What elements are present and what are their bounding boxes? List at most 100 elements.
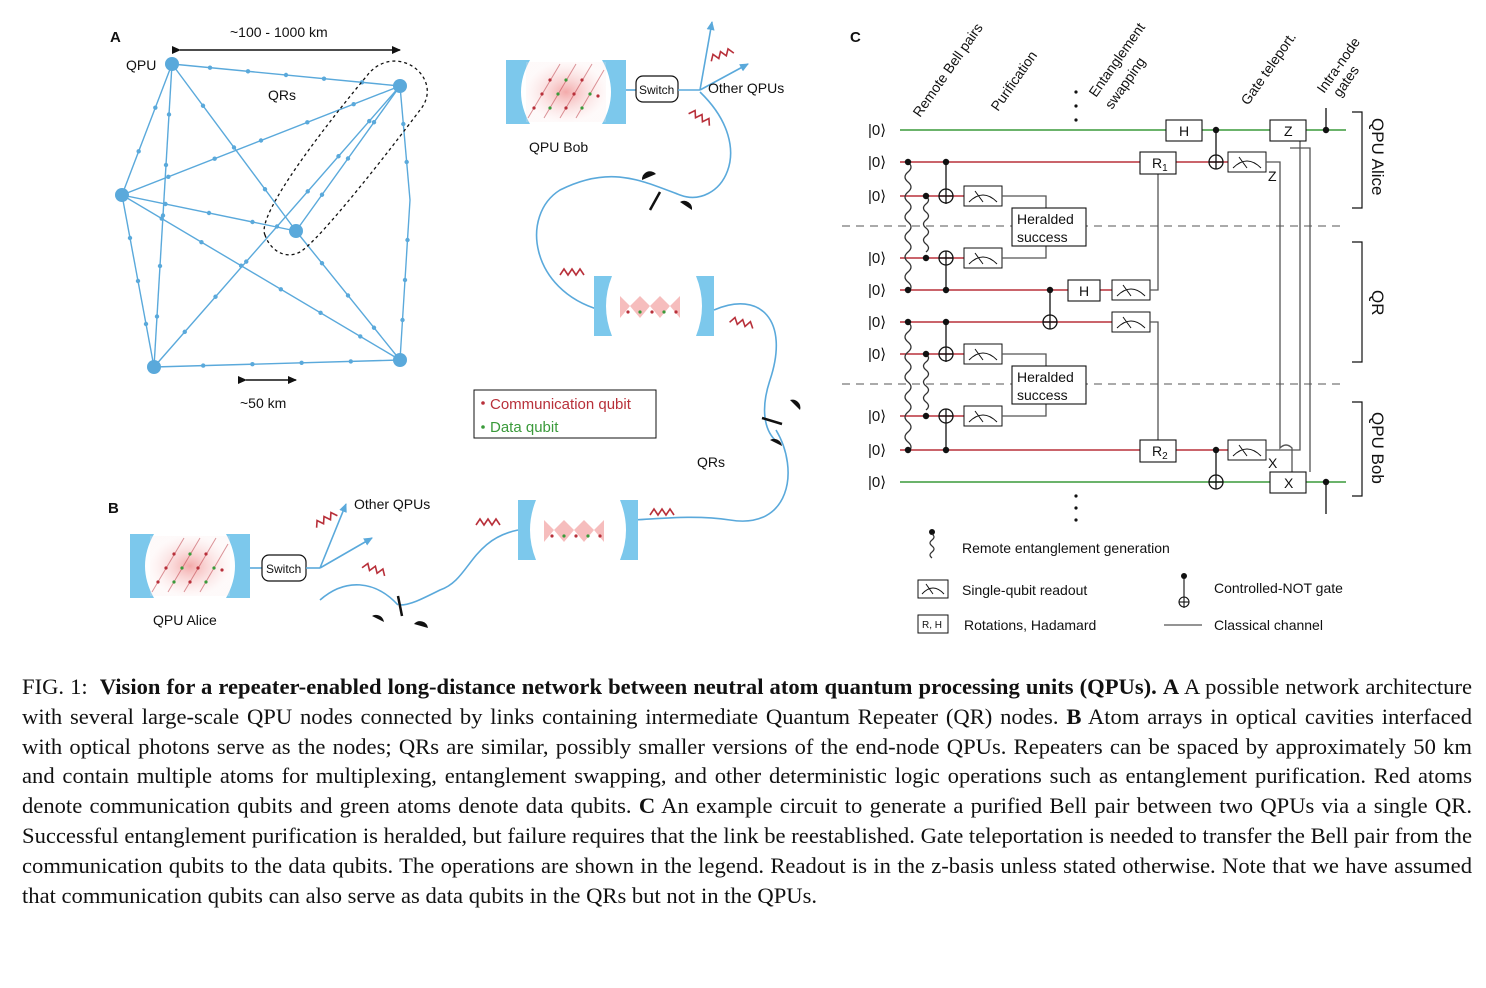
qpu-alice-label: QPU Alice xyxy=(153,612,217,628)
repeater-dot xyxy=(136,149,141,154)
legend-readout: Single-qubit readout xyxy=(962,582,1087,598)
repeater-dot xyxy=(404,159,409,165)
beam-splitter-1 xyxy=(641,171,693,211)
caption-title: Vision for a repeater-enabled long-dista… xyxy=(99,674,1157,699)
caption-b-letter: B xyxy=(1066,703,1082,729)
x-correction-label: X xyxy=(1284,475,1294,491)
repeater-dot xyxy=(318,310,323,316)
heralded-2-line1: Heralded xyxy=(1017,369,1074,385)
repeater-dot xyxy=(258,138,264,143)
repeater-dot xyxy=(321,76,327,81)
x-basis-label: X xyxy=(1268,455,1278,471)
repeater-dot xyxy=(238,263,244,268)
panel-b: B Switch Other QPUs xyxy=(108,21,801,628)
qr-cavity-1 xyxy=(594,276,714,336)
qpu-bob-cavity xyxy=(506,60,626,124)
legend-rotation: Rotations, Hadamard xyxy=(964,617,1096,633)
panel-b-letter: B xyxy=(108,500,119,517)
qpu-node xyxy=(289,224,303,238)
ket-zero: |0⟩ xyxy=(868,474,886,491)
repeater-dot xyxy=(154,314,160,319)
heralded-1-line1: Heralded xyxy=(1017,211,1074,227)
r2-label: R2 xyxy=(1152,443,1168,462)
ket-zero: |0⟩ xyxy=(868,442,886,459)
qrs-label-b: QRs xyxy=(697,454,725,470)
ket-zero: |0⟩ xyxy=(868,250,886,267)
qpu-node xyxy=(393,79,407,93)
qpu-node xyxy=(393,353,407,367)
ket-zero: |0⟩ xyxy=(868,282,886,299)
panel-a: A ~100 - 1000 km QPU QRs xyxy=(110,24,428,411)
long-scale-label: ~100 - 1000 km xyxy=(230,24,328,40)
z-basis-label: Z xyxy=(1268,168,1277,184)
panel-c: C Remote Bell pairs Purification Entangl… xyxy=(842,20,1387,634)
readout-box xyxy=(963,185,1003,207)
readout-box xyxy=(963,343,1003,365)
caption-c-text: An example circuit to generate a purifie… xyxy=(22,793,1472,908)
repeater-dot xyxy=(305,120,310,125)
repeater-dot xyxy=(278,287,284,292)
qpu-bob-label: QPU Bob xyxy=(529,139,588,155)
repeater-dot xyxy=(245,69,251,74)
ket-zero: |0⟩ xyxy=(868,122,886,139)
other-qpus-alice: Other QPUs xyxy=(354,496,430,512)
heralded-1-line2: success xyxy=(1017,229,1068,245)
repeater-dot xyxy=(250,219,255,225)
qr-cavity-2 xyxy=(518,500,638,560)
repeater-dot xyxy=(371,120,377,125)
qubit-legend-box xyxy=(473,389,657,439)
qpu-label: QPU xyxy=(126,57,156,73)
heralded-box-2 xyxy=(1011,365,1087,405)
repeater-dot xyxy=(402,277,408,283)
ket-labels: |0⟩|0⟩|0⟩|0⟩|0⟩|0⟩|0⟩|0⟩|0⟩|0⟩ xyxy=(868,122,886,491)
repeater-dot xyxy=(371,325,377,330)
ket-zero: |0⟩ xyxy=(868,188,886,205)
readout-box xyxy=(1111,311,1151,333)
ket-zero: |0⟩ xyxy=(868,346,886,363)
r1-label: R1 xyxy=(1152,155,1168,174)
repeater-dot xyxy=(405,237,410,243)
figure-caption: FIG. 1: Vision for a repeater-enabled lo… xyxy=(22,672,1472,910)
figure-1: A ~100 - 1000 km QPU QRs xyxy=(108,20,1387,634)
qubit-wires xyxy=(900,129,1346,483)
repeater-dot xyxy=(319,192,325,197)
legend-data: Data qubit xyxy=(490,419,559,436)
repeater-dot xyxy=(358,334,363,339)
panel-c-letter: C xyxy=(850,29,861,46)
caption-a-text: A possible network architecture with sev… xyxy=(22,674,1473,729)
readout-box xyxy=(963,247,1003,269)
qr-hadamard-label: H xyxy=(1079,283,1089,299)
ket-zero: |0⟩ xyxy=(868,154,886,171)
repeater-dot xyxy=(212,156,217,161)
qpu-nodes xyxy=(115,57,407,374)
panel-a-letter: A xyxy=(110,29,121,46)
repeater-dot xyxy=(182,329,187,335)
classical-channels xyxy=(1150,130,1311,472)
repeater-dot xyxy=(345,156,351,161)
qpu-node xyxy=(115,188,129,202)
repeater-dot xyxy=(283,72,289,78)
legend-comm: Communication qubit xyxy=(490,396,632,413)
remote-entanglement-marks xyxy=(904,161,930,453)
alice-hadamard xyxy=(1165,119,1203,142)
qpu-node xyxy=(165,57,179,71)
repeater-dot xyxy=(201,363,206,368)
caption-c-letter: C xyxy=(638,793,656,819)
switch-label-bob: Switch xyxy=(639,83,674,97)
node-label-qr: QR xyxy=(1368,290,1387,316)
repeater-dot xyxy=(166,174,171,180)
repeater-dot xyxy=(157,263,163,269)
legend-cnot: Controlled-NOT gate xyxy=(1214,580,1343,596)
repeater-dot xyxy=(166,112,172,117)
repeater-dot xyxy=(206,210,212,216)
r1-gate xyxy=(1139,151,1177,175)
legend-classical: Classical channel xyxy=(1214,617,1323,633)
repeater-dot xyxy=(199,239,204,245)
ket-zero: |0⟩ xyxy=(868,408,886,425)
repeater-dots xyxy=(127,65,410,368)
repeater-dot xyxy=(163,201,168,207)
repeater-dot xyxy=(231,145,237,150)
readout-box xyxy=(1227,151,1267,173)
qr-readouts xyxy=(1111,151,1267,461)
repeater-dot xyxy=(127,235,133,241)
